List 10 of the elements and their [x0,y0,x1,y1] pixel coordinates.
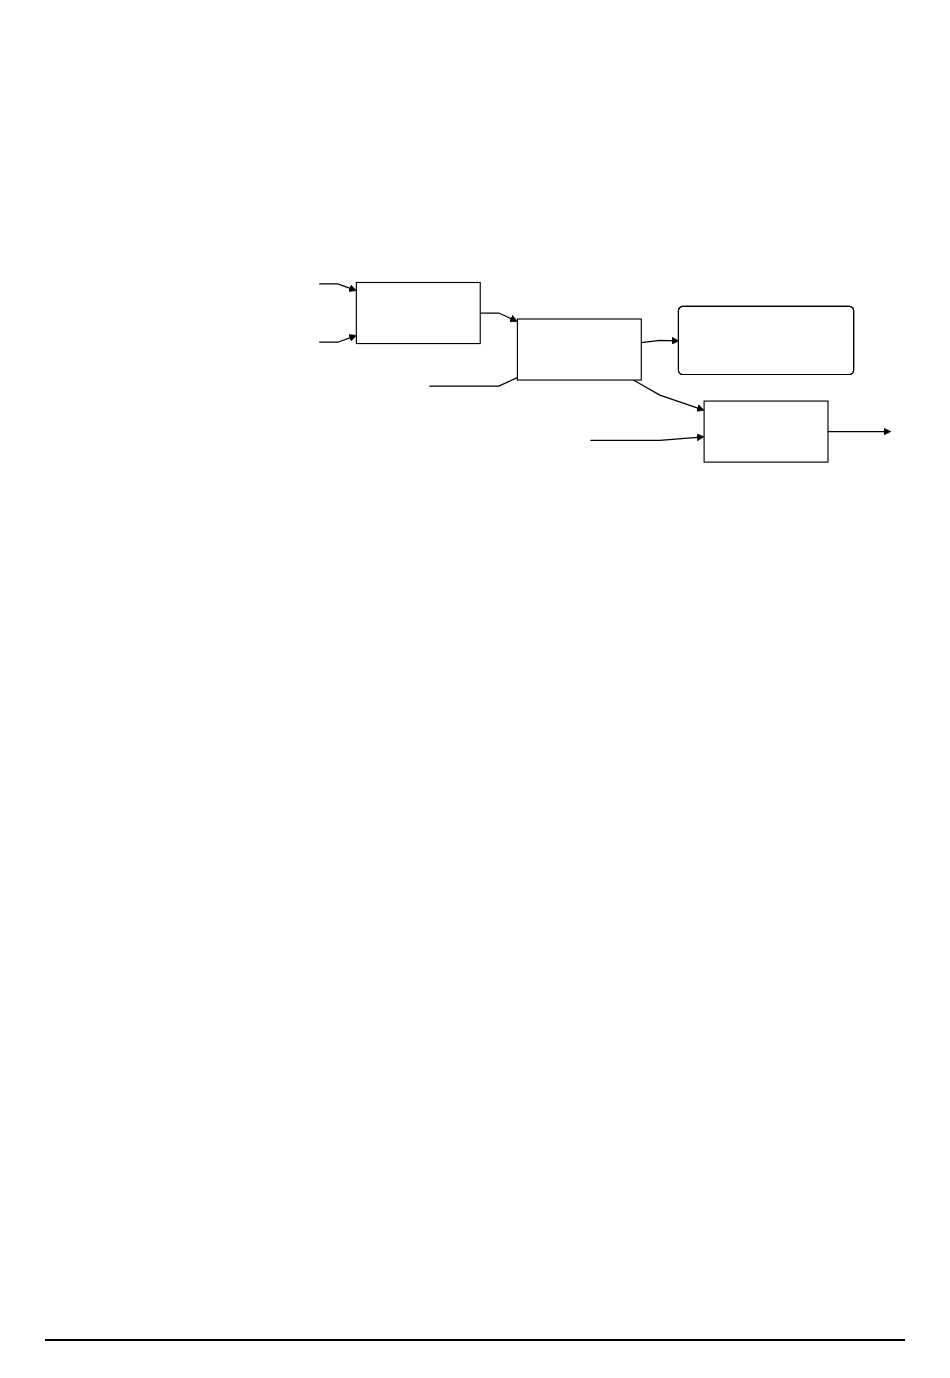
process-box [355,281,481,345]
process-box [703,400,829,463]
arrow [632,379,705,412]
arrow [318,334,357,343]
arrow [318,283,357,292]
rounded-box [677,305,855,376]
arrow [827,427,892,436]
arrow [589,433,705,442]
connector-line [428,376,518,387]
process-box [516,318,642,381]
